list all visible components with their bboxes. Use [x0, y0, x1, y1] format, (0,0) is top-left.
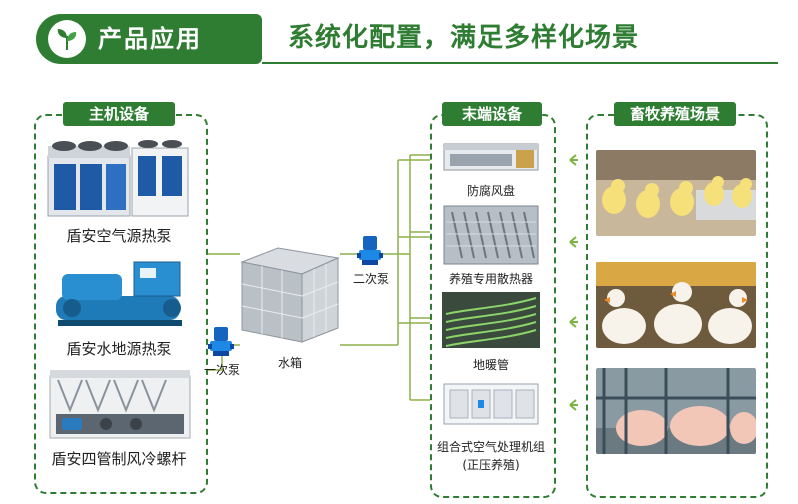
pig-farm-icon [596, 368, 756, 454]
water-tank-icon [238, 244, 342, 346]
header-divider [262, 62, 778, 64]
main-units-tag: 主机设备 [63, 102, 175, 126]
terminal-label-1: 防腐风盘 [466, 184, 515, 198]
header-title: 产品应用 [98, 25, 202, 53]
air-handling-unit-icon [442, 380, 540, 428]
terminal-label-4: 组合式空气处理机组 [436, 440, 545, 454]
main-unit-label-3: 盾安四管制风冷螺杆 [51, 450, 187, 468]
terminal-label-3: 地暖管 [472, 358, 509, 372]
water-tank-label: 水箱 [277, 356, 302, 370]
terminal-label-4-sub: (正压养殖) [462, 458, 520, 472]
header-slogan: 系统化配置，满足多样化场景 [288, 23, 640, 53]
air-source-heat-pump-icon [44, 134, 194, 220]
primary-pump-label: 一次泵 [203, 363, 240, 377]
scenes-tag: 畜牧养殖场景 [614, 102, 736, 126]
terminals-tag: 末端设备 [442, 102, 542, 126]
anti-corrosion-fan-coil-icon [442, 136, 540, 176]
secondary-pump-label: 二次泵 [352, 272, 389, 286]
breeding-radiator-icon [442, 204, 540, 266]
main-unit-label-2: 盾安水地源热泵 [66, 340, 172, 358]
duck-farm-icon [596, 262, 756, 348]
terminal-label-2: 养殖专用散热器 [448, 272, 533, 286]
water-ground-source-heat-pump-icon [48, 256, 192, 330]
chicken-farm-icon [596, 150, 756, 236]
floor-heating-pipe-icon [442, 292, 540, 348]
main-unit-label-1: 盾安空气源热泵 [66, 227, 172, 245]
leaf-icon [48, 20, 86, 58]
four-pipe-air-cooled-screw-chiller-icon [46, 366, 194, 442]
secondary-pump-icon [357, 236, 383, 266]
primary-pump-icon [208, 327, 234, 357]
